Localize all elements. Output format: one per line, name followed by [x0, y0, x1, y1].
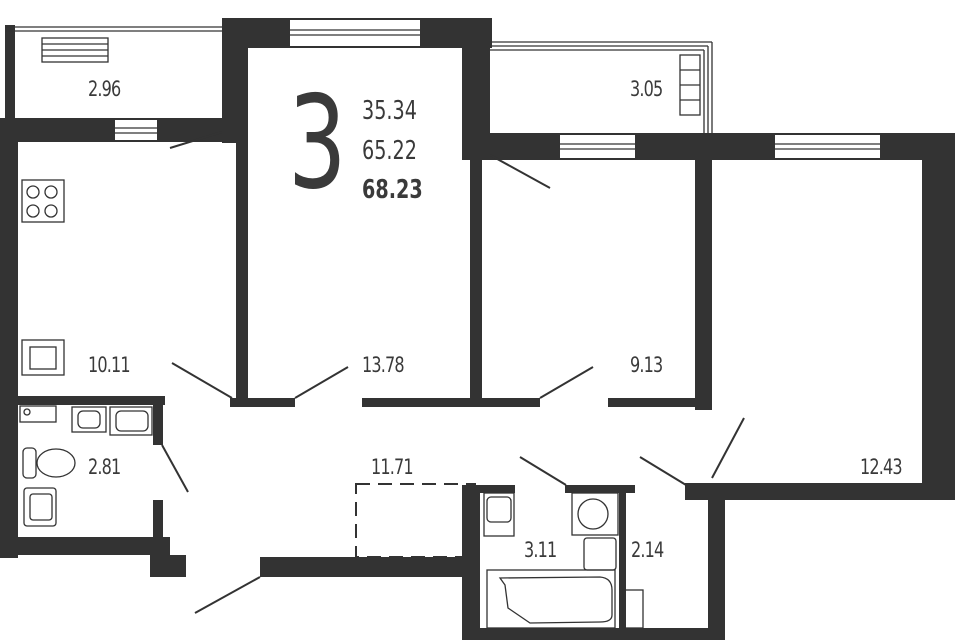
windows [115, 20, 880, 158]
bathroom-sink-icon [483, 492, 617, 571]
total-area-with-balconies: 68.23 [362, 175, 423, 205]
room-area-hallway: 11.71 [371, 455, 414, 479]
toilet-icon [22, 447, 76, 479]
rooms-count: 3 [288, 69, 347, 218]
stove-icon [21, 179, 65, 223]
room-area-laundry: 2.14 [631, 538, 664, 562]
bathtub-icon [486, 569, 644, 629]
room-area-living: 13.78 [362, 353, 405, 377]
kitchen-sink-icon [21, 339, 65, 376]
toilet-sink-icon [23, 487, 57, 527]
balcony-right-outline [490, 41, 713, 133]
toilet-boiler-icons [19, 405, 153, 436]
room-area-balcony-left: 2.96 [88, 77, 121, 101]
washing-machine-icon [571, 492, 619, 536]
room-area-balcony-right: 3.05 [630, 77, 663, 101]
room-area-kitchen: 10.11 [88, 353, 131, 377]
room-area-bedroom-large: 12.43 [860, 455, 903, 479]
door-swings [161, 131, 745, 614]
living-area: 35.34 [362, 96, 417, 126]
walls [0, 18, 955, 640]
total-area: 65.22 [362, 136, 417, 166]
room-area-bathroom: 3.11 [524, 538, 557, 562]
room-area-bedroom-small: 9.13 [630, 353, 663, 377]
room-area-toilet: 2.81 [88, 455, 121, 479]
wardrobe-dashed [355, 483, 476, 558]
balcony-left-outline [5, 25, 224, 120]
